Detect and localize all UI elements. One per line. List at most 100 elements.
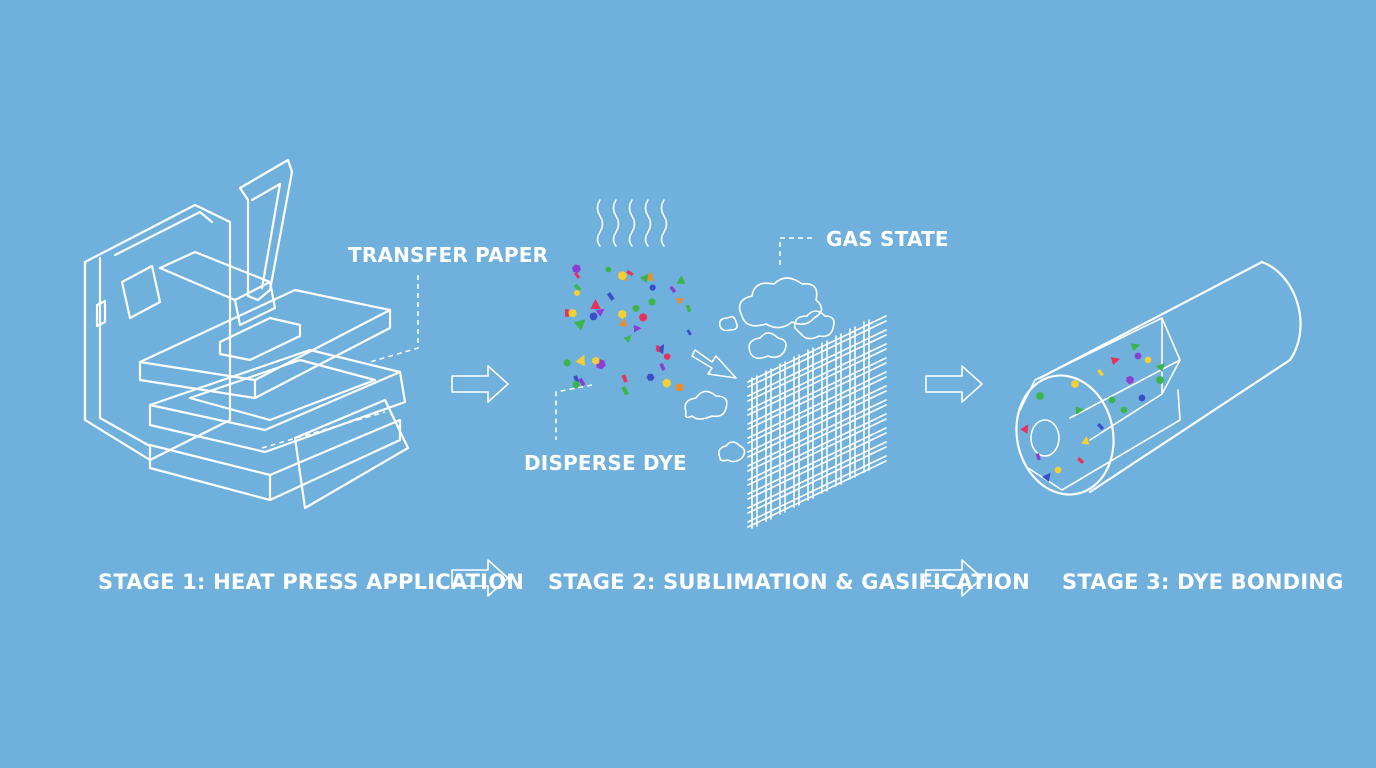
dye-particle — [626, 269, 634, 277]
weave-thread — [747, 404, 887, 472]
weave-thread — [747, 371, 887, 439]
weave-thread — [747, 390, 887, 458]
dye-particle — [1120, 406, 1128, 414]
dye-particle — [590, 298, 601, 309]
dye-particle — [659, 362, 666, 371]
dye-particle — [1081, 435, 1090, 445]
dye-particle — [1036, 391, 1044, 401]
dye-particle — [623, 335, 632, 344]
dye-particle — [675, 298, 684, 305]
fabric-weave-icon — [747, 315, 887, 529]
dye-particle — [617, 271, 627, 281]
dye-particle — [639, 273, 649, 284]
stage-2-label: STAGE 2: SUBLIMATION & GASIFICATION — [548, 570, 1030, 594]
dye-particle — [1155, 376, 1165, 384]
weave-thread — [747, 329, 887, 397]
dye-particle — [655, 344, 665, 355]
dye-particles-icon — [563, 264, 692, 396]
dye-particle — [1108, 396, 1116, 404]
transfer-paper-label: TRANSFER PAPER — [348, 243, 548, 267]
dye-particle — [592, 356, 600, 365]
arrow-right-icon — [451, 559, 509, 597]
dye-particle — [648, 298, 656, 306]
dye-particle — [563, 359, 571, 367]
dye-particle — [573, 319, 586, 331]
dye-particle — [621, 386, 629, 396]
weave-thread — [747, 399, 887, 467]
dye-particle — [1071, 379, 1079, 389]
dye-particle — [578, 377, 586, 387]
weave-thread — [747, 362, 887, 430]
weave-thread — [747, 343, 887, 411]
dye-particle — [1130, 343, 1141, 352]
weave-thread — [747, 376, 887, 444]
flow-arrow-icon — [691, 349, 737, 379]
dye-particle — [655, 345, 661, 353]
steam-icon — [596, 199, 668, 247]
arrow-right-icon — [451, 365, 509, 403]
dye-particle — [632, 304, 640, 313]
dye-particle — [669, 285, 677, 294]
dye-particle — [662, 378, 672, 388]
dye-particle — [1054, 466, 1062, 474]
dye-particle — [1075, 406, 1085, 415]
bonded-dye-particles — [1020, 343, 1165, 482]
stage-1-label: STAGE 1: HEAT PRESS APPLICATION — [98, 570, 524, 594]
dye-particle — [564, 309, 569, 317]
dye-particle — [633, 324, 642, 333]
fiber-cylinder-icon — [1015, 260, 1302, 496]
dye-particle — [605, 266, 612, 273]
dye-particle — [646, 373, 655, 381]
dye-particle — [573, 375, 580, 384]
dye-particle — [663, 353, 671, 360]
dye-particle — [573, 283, 582, 292]
dye-particle — [676, 275, 686, 284]
dye-particle — [568, 308, 577, 318]
dye-particle — [639, 313, 648, 322]
dye-particle — [1077, 457, 1085, 465]
arrow-right-icon — [925, 365, 983, 403]
dye-particle — [1097, 368, 1104, 377]
gas-state-leader — [779, 237, 812, 265]
dye-particle — [573, 271, 581, 279]
weave-thread — [747, 446, 887, 514]
weave-thread — [747, 418, 887, 486]
dye-particle — [621, 374, 628, 383]
weave-thread — [747, 427, 887, 495]
dye-particle — [1138, 394, 1146, 402]
disperse-dye-leader — [555, 384, 593, 440]
dye-particle — [1042, 472, 1051, 482]
dye-particle — [686, 329, 692, 336]
dye-particle — [606, 292, 615, 301]
arrow-right-icon — [925, 559, 983, 597]
dye-particle — [1035, 453, 1041, 461]
weave-thread — [747, 460, 887, 528]
dye-particle — [649, 284, 656, 291]
dye-particle — [572, 264, 581, 274]
weave-thread — [747, 320, 887, 388]
dye-particle — [685, 304, 692, 313]
dye-particle — [1144, 356, 1152, 364]
dye-particle — [595, 308, 605, 317]
weave-thread — [747, 441, 887, 509]
dye-particle — [574, 289, 581, 296]
dye-particle — [1126, 375, 1134, 385]
heat-press-icon — [83, 158, 410, 510]
weave-thread — [747, 385, 887, 453]
weave-thread — [747, 334, 887, 402]
gas-cloud-icon — [684, 277, 835, 463]
dye-particle — [572, 380, 580, 389]
dye-particle — [1097, 423, 1105, 431]
dye-particle — [589, 312, 598, 321]
dye-particle — [1110, 357, 1121, 366]
weave-thread — [747, 348, 887, 416]
dye-particle — [1156, 362, 1165, 372]
weave-thread — [747, 432, 887, 500]
stage-3-label: STAGE 3: DYE BONDING — [1062, 570, 1344, 594]
dye-particle — [575, 354, 585, 367]
transfer-paper-leader — [369, 275, 419, 363]
dye-particle — [1020, 424, 1029, 434]
weave-thread — [747, 455, 887, 523]
dye-particle — [618, 309, 627, 319]
